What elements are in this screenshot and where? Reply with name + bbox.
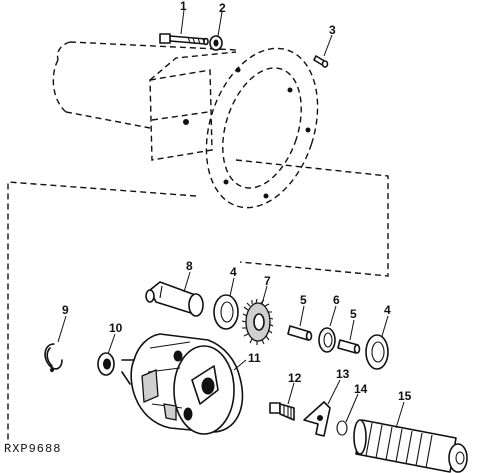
part-12-fitting — [269, 402, 295, 421]
housing-phantom — [7, 41, 389, 444]
callout-2: 2 — [219, 1, 226, 15]
part-4-seal-right — [365, 334, 389, 370]
callout-4-right: 4 — [384, 303, 391, 317]
callout-3: 3 — [329, 23, 336, 37]
part-10-washer — [97, 352, 115, 376]
callout-5-right: 5 — [350, 307, 357, 321]
part-8-plunger — [145, 281, 204, 317]
part-5-pin-left — [287, 325, 313, 341]
part-5-pin-right — [337, 339, 361, 354]
part-13-plate — [303, 401, 331, 437]
figure-code: RXP9688 — [4, 442, 61, 456]
callout-15: 15 — [398, 389, 412, 403]
callout-5-left: 5 — [300, 293, 307, 307]
part-14-o-ring — [336, 420, 348, 436]
part-6-ring — [318, 327, 336, 353]
callout-1: 1 — [180, 0, 187, 13]
callout-labels: 1 2 3 4 5 6 7 8 9 10 11 12 13 14 15 4 5 — [62, 0, 412, 403]
part-4-seal-left — [213, 294, 239, 330]
callout-6: 6 — [333, 293, 340, 307]
callout-7: 7 — [264, 274, 271, 288]
part-1-bolt — [159, 33, 209, 46]
part-9-snap-ring — [44, 343, 63, 372]
callout-9: 9 — [62, 303, 69, 317]
leader-lines — [57, 9, 405, 429]
part-2-washer — [209, 35, 223, 51]
callout-12: 12 — [288, 371, 302, 385]
part-15-shaft — [353, 419, 468, 473]
callout-11: 11 — [248, 351, 261, 365]
callout-10: 10 — [109, 321, 123, 335]
callout-14: 14 — [354, 382, 368, 396]
callout-8: 8 — [186, 259, 193, 273]
part-3-dowel-pin — [313, 55, 329, 68]
part-11-carrier — [121, 333, 244, 435]
callout-4-left: 4 — [230, 265, 237, 279]
part-7-gear — [241, 298, 274, 345]
callout-13: 13 — [336, 367, 350, 381]
